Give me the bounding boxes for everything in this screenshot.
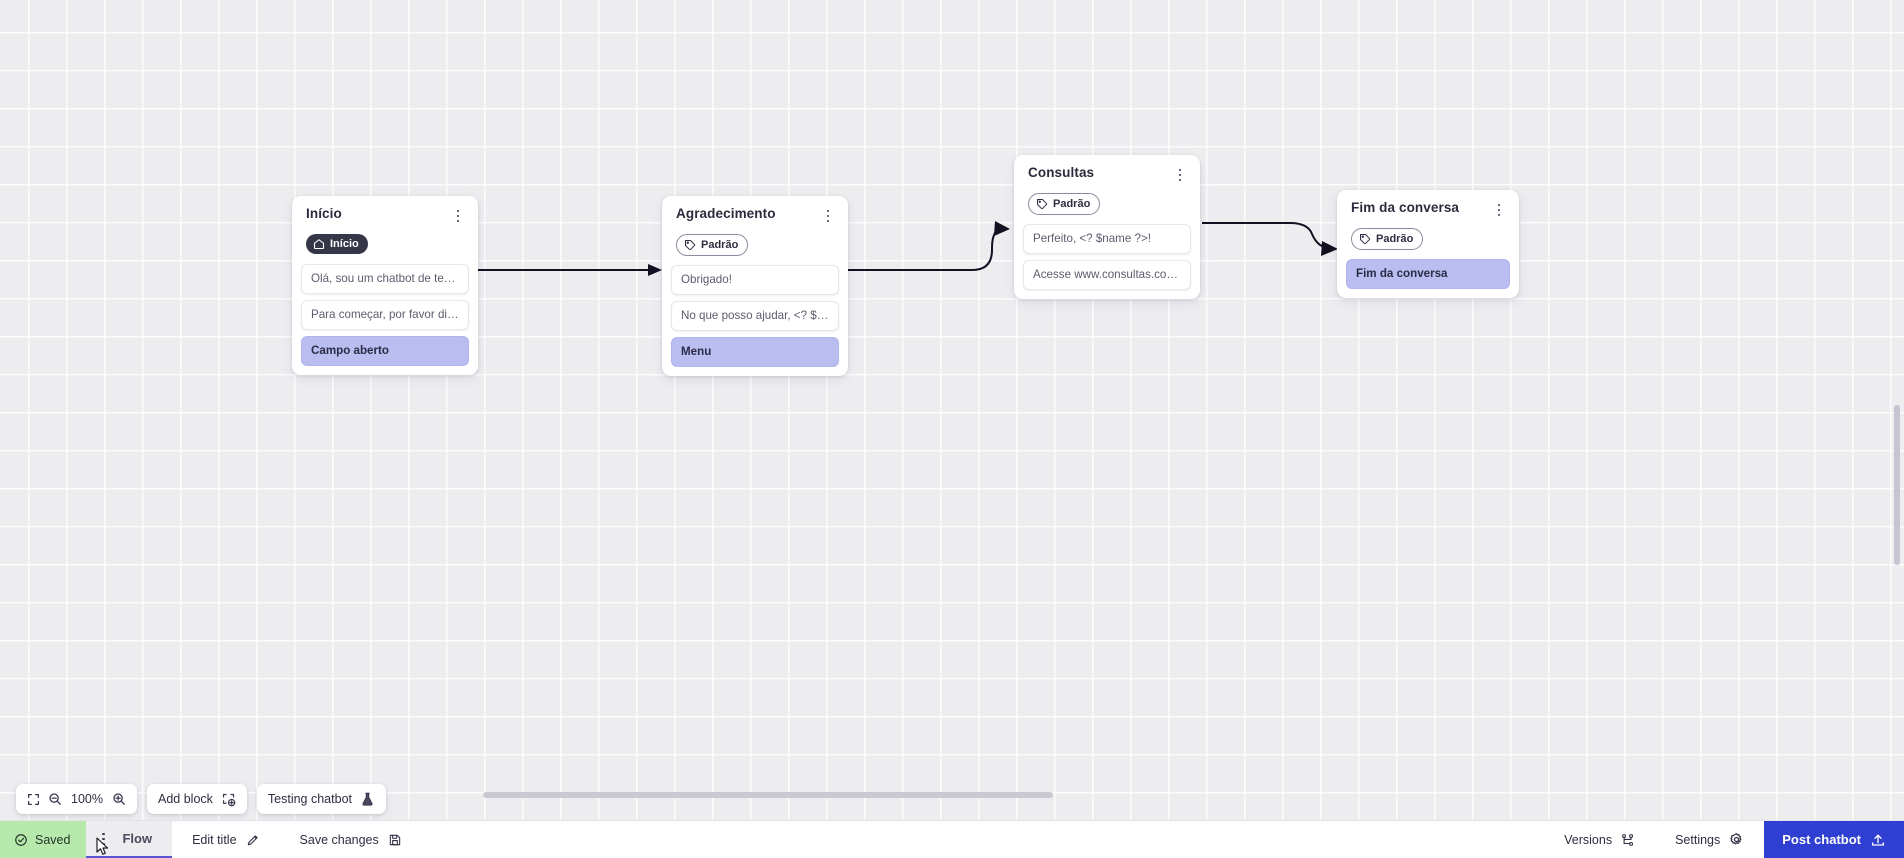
node-badge-label: Padrão: [1053, 197, 1091, 210]
zoom-level-value: 100%: [71, 792, 103, 806]
node-badge-inicio[interactable]: Início: [306, 234, 368, 254]
edit-title-label: Edit title: [192, 832, 237, 847]
node-action-block[interactable]: Fim da conversa: [1346, 259, 1510, 289]
post-chatbot-label: Post chatbot: [1782, 832, 1861, 847]
node-badge-padrao[interactable]: Padrão: [1028, 193, 1101, 215]
floppy-disk-icon: [389, 834, 400, 845]
node-header: Fim da conversa: [1346, 200, 1510, 219]
edge-arrow-3: [1321, 241, 1338, 256]
node-message[interactable]: Obrigado!: [671, 265, 839, 295]
connector-edges: [478, 221, 1338, 276]
edge-agradecimento-consultas: [848, 227, 1005, 271]
bottom-status-bar: Saved Flow Edit title Save changes Versi…: [0, 820, 1904, 858]
node-badge-row: Padrão: [1346, 219, 1510, 259]
zoom-controls: 100%: [16, 784, 137, 814]
tab-flow-label: Flow: [122, 831, 153, 846]
node-menu-kebab-icon[interactable]: [821, 207, 835, 225]
node-menu-kebab-icon[interactable]: [451, 207, 465, 225]
node-badge-row: Padrão: [1023, 184, 1191, 224]
flow-node-agradecimento[interactable]: Agradecimento Padrão Obrigado! No que po…: [662, 196, 848, 376]
node-message[interactable]: Acesse www.consultas.com par...: [1023, 260, 1191, 290]
node-message[interactable]: Perfeito, <? $name ?>!: [1023, 224, 1191, 254]
zoom-out-icon[interactable]: [48, 792, 62, 806]
node-message[interactable]: Para começar, por favor digite o ...: [301, 300, 469, 330]
saved-status-badge: Saved: [0, 821, 87, 858]
horizontal-scrollbar[interactable]: [483, 792, 1053, 798]
vertical-scrollbar[interactable]: [1894, 405, 1900, 565]
node-message[interactable]: Olá, sou um chatbot de teste!: [301, 264, 469, 294]
node-title: Fim da conversa: [1351, 200, 1460, 215]
zoom-in-icon[interactable]: [112, 792, 126, 806]
branch-icon: [1622, 833, 1634, 846]
node-message[interactable]: No que posso ajudar, <? $name ...: [671, 301, 839, 331]
flask-icon: [360, 791, 375, 807]
node-badge-label: Padrão: [1376, 232, 1414, 245]
canvas-toolbar: 100% Add block Testing chatbot: [16, 784, 386, 814]
testing-chatbot-label: Testing chatbot: [267, 792, 352, 806]
edge-consultas-fim: [1202, 222, 1331, 249]
settings-label: Settings: [1675, 832, 1721, 847]
node-badge-row: Padrão: [671, 225, 839, 265]
save-changes-button[interactable]: Save changes: [280, 821, 422, 858]
versions-button[interactable]: Versions: [1544, 821, 1655, 858]
flow-tab-kebab-icon[interactable]: [96, 830, 110, 848]
flow-node-inicio[interactable]: Início Início Olá, sou um chatbot de tes…: [292, 196, 478, 375]
node-action-block[interactable]: Menu: [671, 337, 839, 367]
settings-button[interactable]: Settings: [1655, 821, 1764, 858]
flow-node-consultas[interactable]: Consultas Padrão Perfeito, <? $name ?>! …: [1014, 155, 1200, 299]
post-chatbot-button[interactable]: Post chatbot: [1764, 821, 1904, 858]
tag-icon: [1360, 234, 1371, 245]
add-block-button[interactable]: Add block: [147, 784, 247, 814]
node-header: Consultas: [1023, 165, 1191, 184]
node-badge-padrao[interactable]: Padrão: [1351, 228, 1424, 250]
testing-chatbot-button[interactable]: Testing chatbot: [256, 784, 386, 814]
add-block-label: Add block: [158, 792, 213, 806]
tag-icon: [685, 240, 696, 251]
edge-arrow-2: [994, 221, 1010, 236]
edit-title-button[interactable]: Edit title: [172, 821, 279, 858]
saved-label: Saved: [35, 832, 71, 847]
node-badge-padrao[interactable]: Padrão: [676, 234, 749, 256]
gear-icon: [1730, 833, 1742, 845]
node-title: Agradecimento: [676, 206, 776, 221]
node-badge-row: Início: [301, 225, 469, 264]
node-title: Início: [306, 206, 342, 221]
node-header: Agradecimento: [671, 206, 839, 225]
node-action-block[interactable]: Campo aberto: [301, 336, 469, 366]
edge-arrow-1: [648, 264, 662, 276]
node-menu-kebab-icon[interactable]: [1492, 201, 1506, 219]
save-changes-label: Save changes: [299, 832, 379, 847]
home-icon: [313, 239, 325, 250]
add-block-icon: [221, 792, 236, 807]
node-badge-label: Início: [330, 237, 359, 250]
versions-label: Versions: [1564, 832, 1613, 847]
upload-icon: [1872, 834, 1884, 846]
node-title: Consultas: [1028, 165, 1095, 180]
flow-node-fim-da-conversa[interactable]: Fim da conversa Padrão Fim da conversa: [1337, 190, 1519, 298]
pencil-icon: [247, 834, 258, 845]
node-menu-kebab-icon[interactable]: [1173, 166, 1187, 184]
tab-flow[interactable]: Flow: [86, 821, 173, 858]
node-header: Início: [301, 206, 469, 225]
fit-screen-icon[interactable]: [27, 793, 40, 806]
node-badge-label: Padrão: [701, 238, 739, 251]
statusbar-spacer: [422, 821, 1544, 858]
tag-icon: [1037, 199, 1048, 210]
flow-canvas[interactable]: Início Início Olá, sou um chatbot de tes…: [0, 0, 1904, 820]
check-circle-icon: [15, 833, 27, 846]
